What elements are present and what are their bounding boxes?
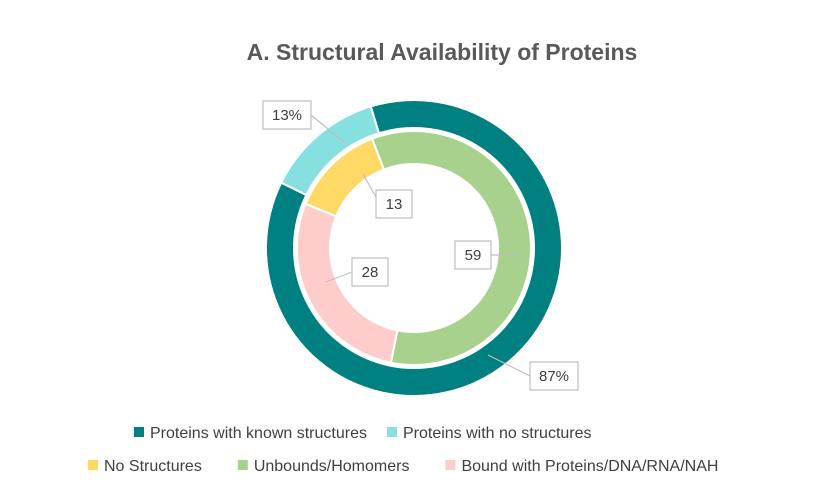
legend-item-bound-with-proteins-dna-rna-nah: Bound with Proteins/DNA/RNA/NAH (445, 458, 718, 475)
leader-line (325, 271, 353, 283)
legend-item-proteins-with-no-structures: Proteins with no structures (386, 425, 592, 442)
data-label-inner-unbounds-homomers: 59 (454, 240, 518, 270)
chart-title: A. Structural Availability of Proteins (247, 39, 638, 65)
data-labels: 87% 13% 59 28 13 (262, 100, 579, 391)
data-label-inner-no-structures: 13 (362, 173, 413, 219)
leader-line (362, 173, 377, 198)
data-label-text: 59 (465, 247, 482, 264)
outer-slice-proteins-with-no-structures (279, 105, 381, 197)
inner-slice-no-structures (304, 137, 386, 218)
data-label-inner-bound-with-proteins-dna-rna-nah: 28 (325, 257, 389, 287)
data-label-box (351, 257, 389, 287)
legend-label: Proteins with no structures (403, 425, 592, 442)
legend-label: No Structures (104, 458, 202, 475)
legend-label: Bound with Proteins/DNA/RNA/NAH (461, 458, 718, 475)
data-label-box (375, 189, 413, 219)
data-label-box (529, 361, 579, 391)
data-label-outer-proteins-with-no-structures: 13% (262, 100, 346, 144)
legend-item-proteins-with-known-structures: Proteins with known structures (134, 425, 367, 442)
legend-swatch (386, 427, 397, 437)
data-label-text: 13% (272, 107, 302, 124)
legend-swatch (134, 427, 144, 437)
inner-ring (296, 130, 532, 366)
data-label-outer-proteins-with-known-structures: 87% (487, 354, 579, 391)
legend: Proteins with known structures Proteins w… (88, 425, 718, 475)
data-label-box (262, 100, 312, 130)
data-label-text: 13 (386, 196, 403, 213)
legend-item-unbounds-homomers: Unbounds/Homomers (237, 458, 410, 475)
leader-line (310, 114, 346, 144)
leader-line (487, 354, 531, 377)
data-label-text: 87% (539, 368, 569, 385)
legend-swatch (237, 460, 248, 470)
legend-item-no-structures: No Structures (88, 458, 202, 475)
data-label-box (454, 240, 492, 270)
inner-slice-unbounds-homomers (370, 130, 532, 366)
outer-slice-proteins-with-known-structures (265, 99, 563, 397)
legend-label: Unbounds/Homomers (254, 458, 410, 475)
legend-label: Proteins with known structures (150, 425, 367, 442)
data-label-text: 28 (362, 264, 379, 281)
legend-swatch (445, 460, 456, 470)
outer-ring (265, 99, 563, 397)
legend-swatch (88, 460, 98, 470)
